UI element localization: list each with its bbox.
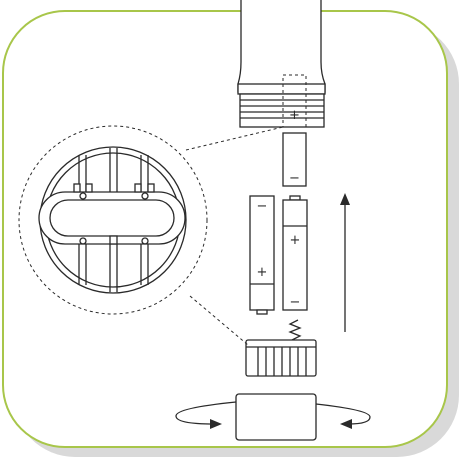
rotation-arrowhead-left	[210, 419, 222, 429]
battery-left-minus-sign: −	[257, 199, 268, 214]
device-handle: +	[237, 0, 326, 128]
battery-right-body	[282, 199, 308, 311]
spring-cap	[245, 319, 317, 377]
battery-top-body	[282, 132, 307, 187]
frame-border	[2, 10, 448, 448]
handle-body	[237, 0, 326, 93]
hidden-battery-plus-sign: +	[289, 108, 300, 123]
battery-left-plus-sign: +	[257, 265, 268, 280]
spring	[288, 319, 302, 341]
battery-middle-right: + −	[282, 195, 308, 311]
battery-middle-left: − +	[249, 195, 275, 315]
battery-right-minus-sign: −	[290, 295, 301, 310]
detail-leader-lines	[185, 126, 284, 346]
handle-thread	[239, 93, 325, 128]
battery-top-minus-sign: −	[289, 171, 300, 186]
detail-magnifier	[18, 125, 208, 315]
handle-collar	[237, 83, 326, 95]
screw-base	[175, 393, 371, 441]
battery-left-nub	[256, 309, 268, 315]
frame	[2, 10, 459, 457]
detail-dashed-circle	[18, 125, 208, 315]
hidden-battery-outline	[282, 74, 307, 128]
rotation-arrow-left	[175, 401, 237, 425]
insert-direction-arrow	[340, 193, 350, 332]
rotation-arrow-right	[315, 403, 371, 425]
rotation-arrowhead-right	[340, 419, 352, 429]
base-body	[235, 393, 317, 441]
battery-right-plus-sign: +	[290, 233, 301, 248]
battery-top: −	[282, 132, 307, 187]
